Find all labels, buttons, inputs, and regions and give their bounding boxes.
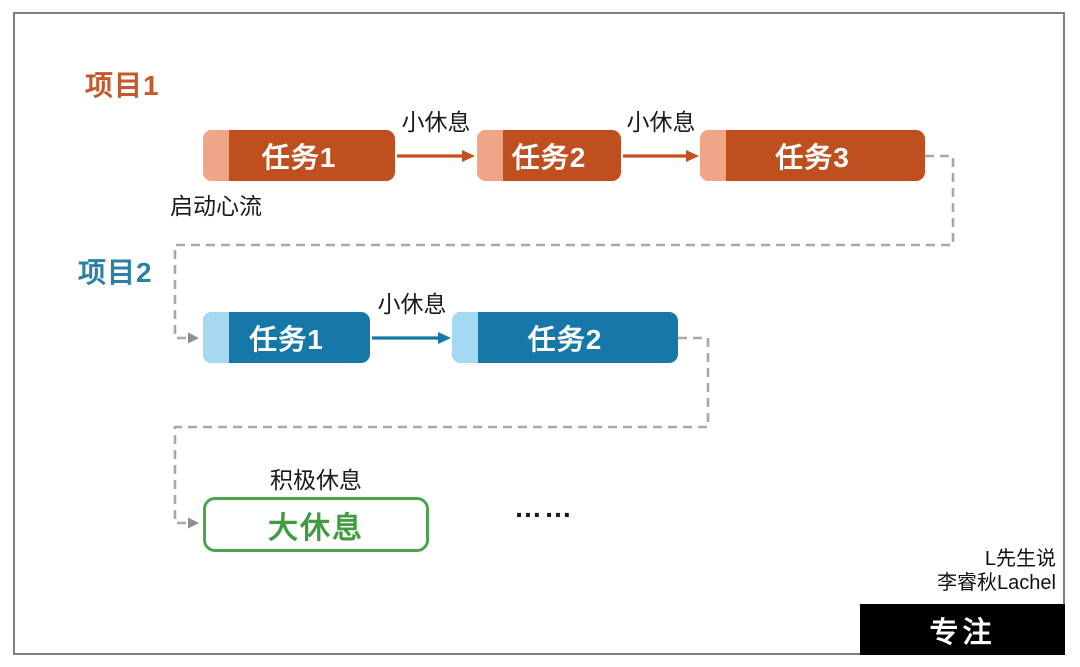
task-start-cap <box>477 130 503 181</box>
outer-frame <box>13 12 1065 655</box>
task-label: 任务1 <box>261 141 337 173</box>
project1-task2-box: 任务2 <box>477 130 621 181</box>
task-start-cap <box>452 312 478 363</box>
project2-task2-box: 任务2 <box>452 312 678 363</box>
author-byline-1: L先生说 <box>984 548 1056 570</box>
project2-task1-box: 任务1 <box>203 312 370 363</box>
active-rest-note: 积极休息 <box>270 467 362 493</box>
big-rest-label: 大休息 <box>268 511 364 545</box>
task-label: 任务2 <box>527 323 603 355</box>
author-byline-2: 李睿秋Lachel <box>937 572 1056 594</box>
task-start-cap <box>203 312 229 363</box>
task-start-cap <box>203 130 229 181</box>
project2-title: 项目2 <box>78 257 153 288</box>
big-rest-box: 大休息 <box>203 497 429 552</box>
focus-badge-label: 专注 <box>929 616 996 649</box>
project1-rest-label-2: 小休息 <box>626 109 696 135</box>
continuation-ellipsis: …… <box>514 492 574 523</box>
task-start-cap <box>700 130 726 181</box>
project1-rest-label-1: 小休息 <box>401 109 471 135</box>
task-label: 任务2 <box>511 141 587 173</box>
project1-task1-box: 任务1 <box>203 130 395 181</box>
task-label: 任务3 <box>775 141 850 173</box>
flow-start-note: 启动心流 <box>170 193 262 219</box>
focus-badge: 专注 <box>860 604 1065 655</box>
project1-title: 项目1 <box>85 70 160 101</box>
task-label: 任务1 <box>249 323 324 355</box>
project2-rest-label-1: 小休息 <box>377 291 447 317</box>
project1-task3-box: 任务3 <box>700 130 925 181</box>
